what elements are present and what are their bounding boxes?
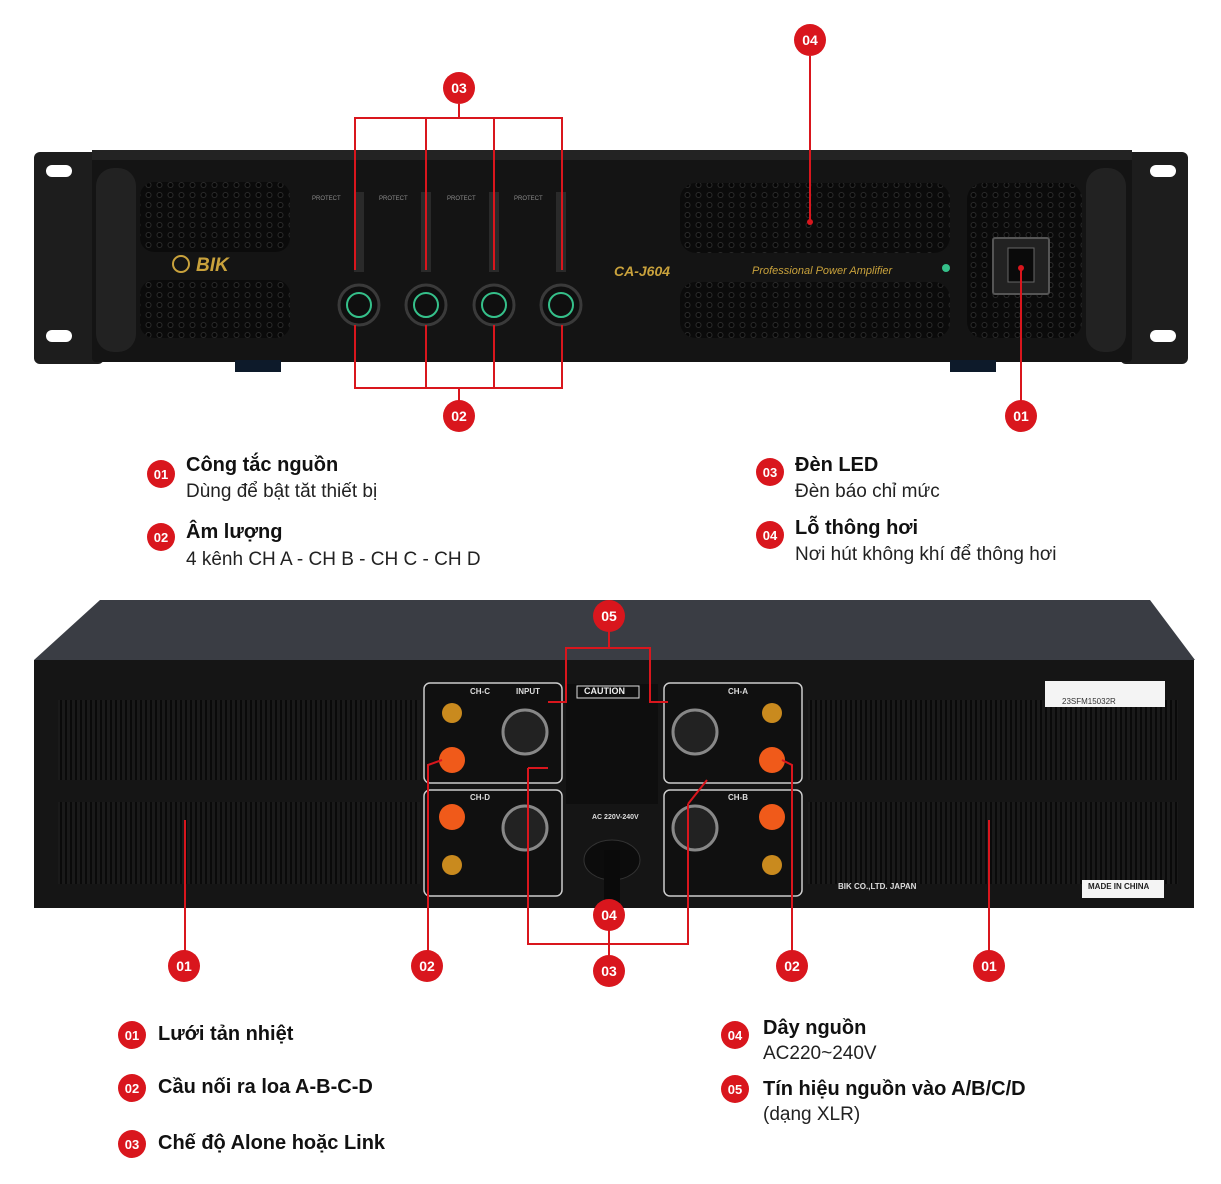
svg-text:PROTECT: PROTECT (514, 196, 543, 202)
front-vent-center-top (680, 183, 950, 253)
callout-badge-front-02: 02 (443, 400, 475, 432)
rear-serial: 23SFM15032R (1062, 697, 1116, 706)
legend-desc: (dạng XLR) (763, 1104, 861, 1125)
svg-text:PROTECT: PROTECT (312, 196, 341, 202)
legend-title: Lưới tản nhiệt (158, 1023, 294, 1045)
legend-title: Âm lượng (186, 521, 283, 543)
rear-grill-left-bottom (58, 802, 420, 884)
front-vent-center-bottom (680, 282, 950, 338)
rear-label-input: INPUT (516, 687, 540, 696)
legend-desc: 4 kênh CH A - CH B - CH C - CH D (186, 549, 481, 570)
callout-badge-rear-02-left: 02 (411, 950, 443, 982)
rear-made-in: MADE IN CHINA (1088, 882, 1150, 891)
callout-badge-front-04: 04 (794, 24, 826, 56)
legend-badge: 04 (721, 1021, 749, 1049)
rear-ac-label: AC 220V-240V (592, 814, 639, 821)
legend-badge: 03 (118, 1130, 146, 1158)
callout-badge-front-01: 01 (1005, 400, 1037, 432)
legend-title: Chế độ Alone hoặc Link (158, 1132, 386, 1154)
legend-badge: 02 (147, 523, 175, 551)
callout-badge-rear-01-right: 01 (973, 950, 1005, 982)
rear-maker: BIK CO.,LTD. JAPAN (838, 882, 917, 891)
callout-badge-rear-04: 04 (593, 899, 625, 931)
legend-title: Đèn LED (795, 454, 879, 476)
legend-badge: 05 (721, 1075, 749, 1103)
legend-badge: 01 (147, 460, 175, 488)
rear-grill-left-top (58, 700, 420, 780)
legend-badge: 01 (118, 1021, 146, 1049)
legend-desc: AC220~240V (763, 1043, 877, 1064)
rear-grill-right-top (808, 700, 1178, 780)
rear-caution-title: CAUTION (584, 686, 625, 696)
rear-label-ch-b: CH-B (728, 793, 748, 802)
rear-label-ch-d: CH-D (470, 793, 490, 802)
legend-desc: Đèn báo chỉ mức (795, 481, 940, 502)
legend-badge: 03 (756, 458, 784, 486)
volume-knobs (337, 283, 583, 327)
front-vent-left-top (140, 182, 290, 252)
front-subtitle-text: Professional Power Amplifier (752, 265, 894, 277)
svg-text:PROTECT: PROTECT (447, 196, 476, 202)
svg-text:PROTECT: PROTECT (379, 196, 408, 202)
front-vent-left-bottom (140, 280, 290, 338)
rack-ear-left (34, 152, 104, 364)
callout-badge-rear-05: 05 (593, 600, 625, 632)
legend-badge: 04 (756, 521, 784, 549)
callout-badge-rear-02-right: 02 (776, 950, 808, 982)
callout-badge-rear-01-left: 01 (168, 950, 200, 982)
rack-ear-right (1120, 152, 1188, 364)
front-panel-image: BIK PROTECT PROTECT PROTECT PROTECT CA-J604… (34, 56, 1188, 402)
callout-badge-front-03: 03 (443, 72, 475, 104)
rear-label-ch-a: CH-A (728, 687, 748, 696)
legend-title: Công tắc nguồn (186, 454, 339, 476)
rear-label-ch-c: CH-C (470, 687, 490, 696)
legend-title: Lỗ thông hơi (795, 517, 919, 539)
legend-title: Tín hiệu nguồn vào A/B/C/D (763, 1078, 1026, 1100)
legend-title: Dây nguồn (763, 1017, 867, 1039)
legend-desc: Dùng để bật tăt thiết bị (186, 481, 378, 502)
callout-badge-rear-03: 03 (593, 955, 625, 987)
legend-title: Cầu nối ra loa A-B-C-D (158, 1076, 373, 1098)
legend-desc: Nơi hút không khí để thông hơi (795, 544, 1057, 565)
front-brand-text: BIK (196, 255, 230, 276)
front-model-text: CA-J604 (614, 263, 670, 279)
legend-badge: 02 (118, 1074, 146, 1102)
rear-panel-image (34, 600, 1195, 960)
rear-grill-right-bottom (808, 802, 1178, 884)
